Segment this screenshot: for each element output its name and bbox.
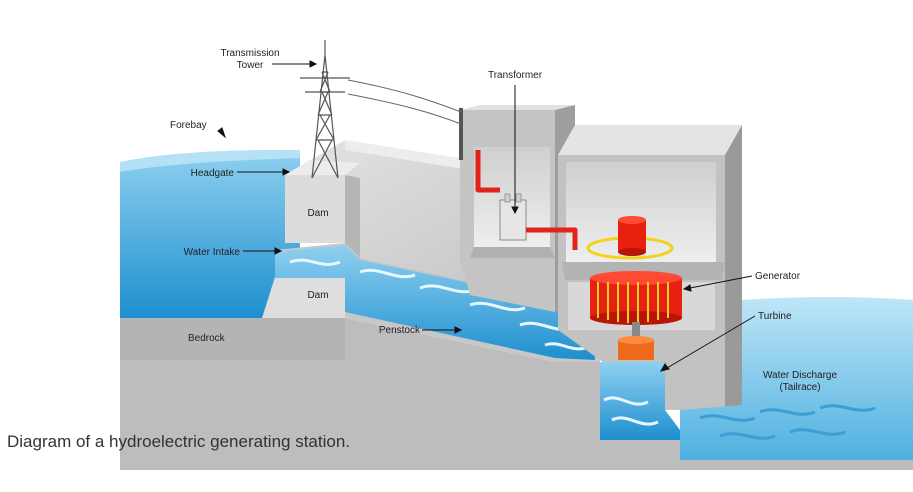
figure-caption: Diagram of a hydroelectric generating st… xyxy=(7,432,351,451)
reservoir-water xyxy=(120,150,300,318)
label-transmission-tower-line1: Transmission xyxy=(220,48,279,59)
transformer-unit xyxy=(499,193,527,241)
label-penstock: Penstock xyxy=(379,325,421,336)
turbine-shaft xyxy=(632,322,640,344)
label-turbine: Turbine xyxy=(758,311,792,322)
label-dam-lower: Dam xyxy=(307,290,328,301)
draft-tube-water xyxy=(600,362,680,440)
label-dam-upper: Dam xyxy=(307,208,328,219)
label-transmission-tower-line2: Tower xyxy=(237,60,264,71)
label-generator: Generator xyxy=(755,271,801,282)
label-forebay: Forebay xyxy=(170,120,207,131)
label-water-discharge-line2: (Tailrace) xyxy=(779,382,820,393)
power-cable xyxy=(475,150,578,250)
label-water-discharge-line1: Water Discharge xyxy=(763,370,838,381)
label-headgate: Headgate xyxy=(191,168,235,179)
power-lines xyxy=(347,79,462,125)
label-water-intake: Water Intake xyxy=(184,247,241,258)
dam-upper-block xyxy=(285,160,360,258)
label-bedrock: Bedrock xyxy=(188,333,226,344)
generator-exciter xyxy=(586,216,674,260)
generator-body xyxy=(590,271,682,325)
forebay-arrow-icon xyxy=(217,127,227,139)
label-transformer: Transformer xyxy=(488,70,543,81)
transmission-tower xyxy=(300,40,350,179)
tailrace-water xyxy=(680,297,913,460)
